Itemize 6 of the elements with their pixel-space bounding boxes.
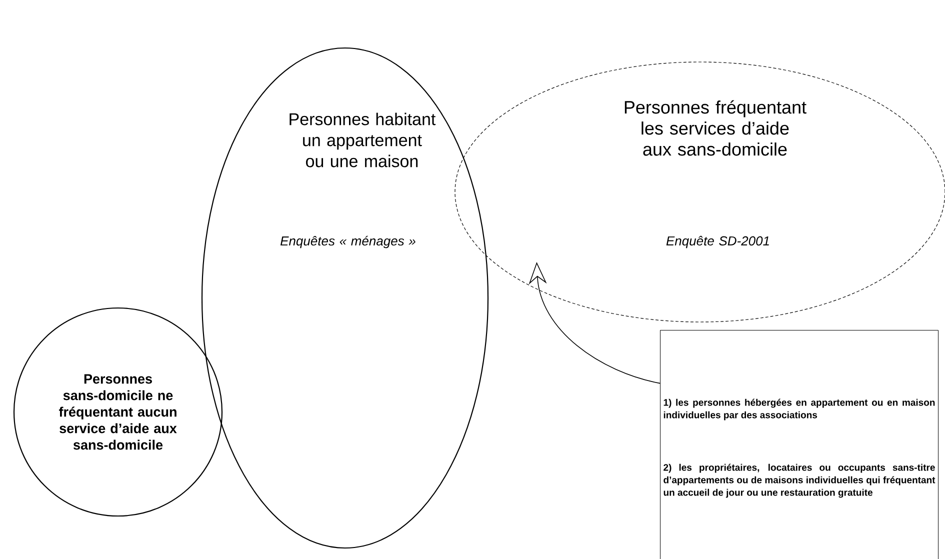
survey-label: Enquêtes « ménages » xyxy=(280,236,416,248)
note-box: 1) les personnes hébergées en appartement ou en maison individuelles par des associations 2) les propriétaires, locataires ou occupants sans-titre d’appartements ou de maisons individuelles qui fréquentant un accueil de jour ou une restauration gratuite xyxy=(660,330,938,559)
node-label: Personnes fréquentant les services d’aide aux sans-domicile xyxy=(624,100,806,156)
node-label: Personnes sans-domicile ne fréquentant aucun service d’aide aux sans-domicile xyxy=(59,374,177,450)
node-label: Personnes habitant un appartement ou une maison xyxy=(290,112,436,168)
survey-label: Enquête SD-2001 xyxy=(666,236,769,248)
